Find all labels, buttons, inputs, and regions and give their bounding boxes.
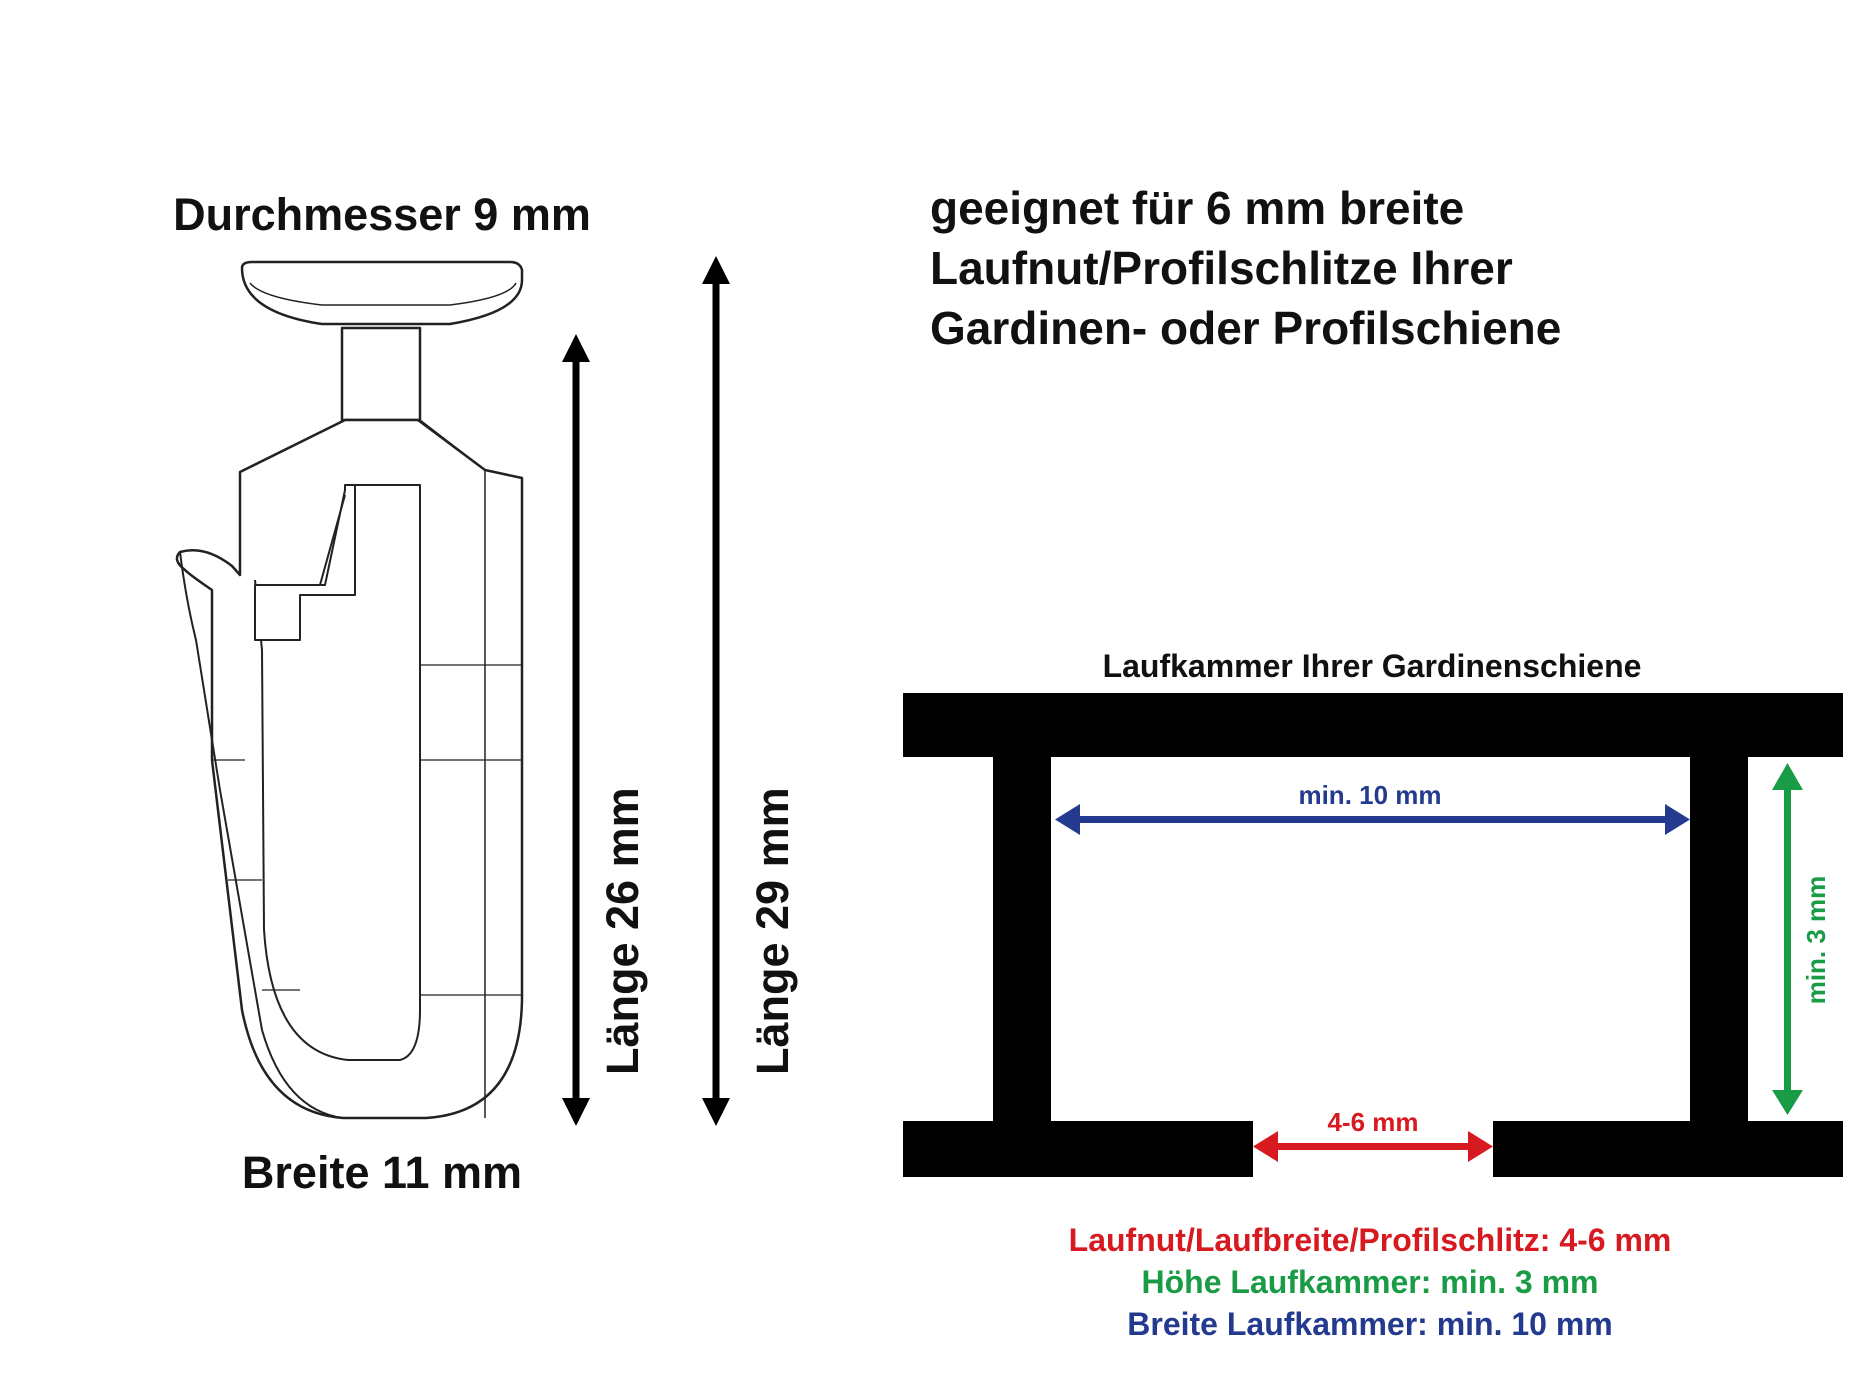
- rail-chamber-cross-section: [903, 693, 1843, 1177]
- description-line: Gardinen- oder Profilschiene: [930, 302, 1562, 354]
- hook-neck: [340, 326, 422, 422]
- slot-width-arrow: [1253, 1131, 1493, 1162]
- compatibility-description: geeignet für 6 mm breite Laufnut/Profils…: [930, 178, 1561, 358]
- rail-bottom-right-bar: [1493, 1121, 1843, 1177]
- summary-height: Höhe Laufkammer: min. 3 mm: [1141, 1264, 1599, 1300]
- summary-width: Breite Laufkammer: min. 10 mm: [1127, 1306, 1613, 1342]
- rail-bottom-left-bar: [903, 1121, 1253, 1177]
- length-26-label: Länge 26 mm: [597, 787, 648, 1075]
- rail-right-wall: [1690, 757, 1748, 1121]
- rail-left-wall: [993, 757, 1051, 1121]
- length-29-label: Länge 29 mm: [747, 787, 798, 1075]
- chamber-height-arrow: [1772, 763, 1803, 1115]
- description-line: Laufnut/Profilschlitze Ihrer: [930, 242, 1513, 294]
- glider-hook-drawing: [175, 260, 524, 1120]
- description-line: geeignet für 6 mm breite: [930, 182, 1465, 234]
- hook-head-disc: [240, 260, 524, 326]
- chamber-width-arrow: [1055, 804, 1690, 835]
- chamber-title: Laufkammer Ihrer Gardinenschiene: [1103, 648, 1642, 684]
- chamber-height-label: min. 3 mm: [1801, 876, 1831, 1005]
- diameter-label: Durchmesser 9 mm: [173, 189, 591, 240]
- summary-slot: Laufnut/Laufbreite/Profilschlitz: 4-6 mm: [1068, 1222, 1672, 1258]
- rail-top-bar: [903, 693, 1843, 757]
- chamber-width-label: min. 10 mm: [1298, 780, 1441, 810]
- width-11-label: Breite 11 mm: [242, 1147, 522, 1198]
- slot-width-label: 4-6 mm: [1327, 1107, 1418, 1137]
